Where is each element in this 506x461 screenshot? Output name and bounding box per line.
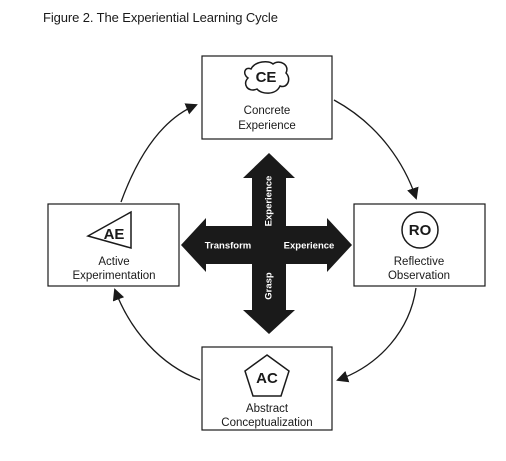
node-abbr-ac: AC [256,370,278,387]
node-label-ac-line2: Conceptualization [221,417,312,429]
central-cross-arrow [181,153,352,334]
triangle-icon [86,210,132,249]
node-label-ro-line1: Reflective [394,256,445,268]
node-abbr-ce: CE [256,69,277,86]
cross-label-up: Experience [264,176,275,227]
pentagon-icon [244,354,290,397]
node-abbr-ro: RO [409,222,432,239]
node-label-ce-line1: Concrete [244,105,291,117]
node-label-ae-line1: Active [98,256,129,268]
node-label-ro-line2: Observation [388,270,450,282]
cycle-arrow-ro-to-ac [336,287,417,383]
cross-label-left: Transform [205,241,251,252]
node-label-ac-line1: Abstract [246,403,289,415]
cross-label-down: Grasp [264,272,275,300]
cloud-icon [243,60,290,94]
cycle-arrow-ac-to-ae [112,288,201,381]
node-reflective-observation: RO Reflective Observation [353,203,486,287]
node-label-ce-line2: Experience [238,120,296,132]
node-active-experimentation: AE Active Experimentation [47,203,180,287]
node-concrete-experience: CE Concrete Experience [201,55,333,140]
node-label-ae-line2: Experimentation [72,270,155,282]
node-abbr-ae: AE [104,226,125,243]
circle-icon [401,211,439,249]
cycle-arrow-ce-to-ro [333,99,419,200]
figure-title: Figure 2. The Experiential Learning Cycl… [43,10,278,25]
node-abstract-conceptualization: AC Abstract Conceptualization [201,346,333,431]
cycle-arrow-ae-to-ce [120,103,198,203]
cross-label-right: Experience [284,241,335,252]
